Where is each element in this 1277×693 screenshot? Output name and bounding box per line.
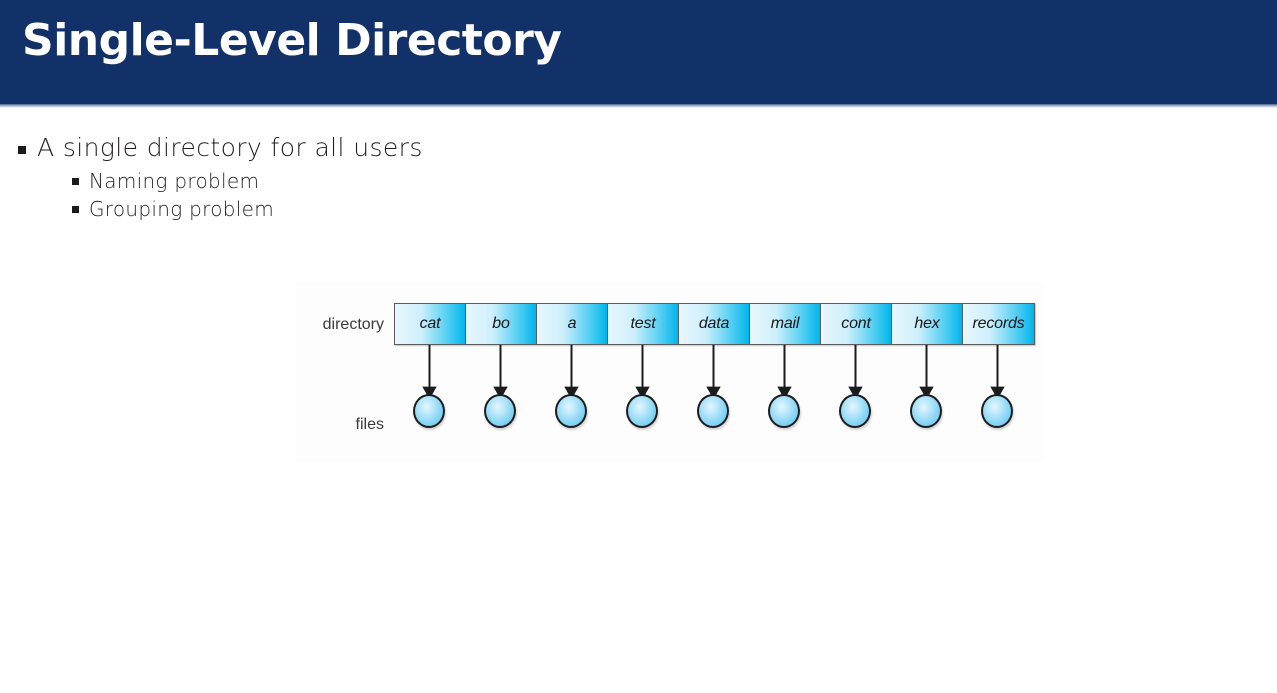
slide-header-rule bbox=[0, 104, 1277, 108]
square-bullet-icon bbox=[72, 178, 79, 185]
file-node bbox=[413, 394, 445, 428]
files-row-label: files bbox=[355, 416, 384, 433]
directory-entry-cell: mail bbox=[750, 304, 821, 344]
directory-entry-name: a bbox=[567, 315, 577, 332]
file-node bbox=[484, 394, 516, 428]
bullet-item-primary: A single directory for all users bbox=[0, 132, 900, 164]
directory-to-file-arrows bbox=[422, 345, 1005, 400]
slide-header-bar bbox=[0, 0, 1277, 104]
file-node bbox=[697, 394, 729, 428]
directory-entry-cell: data bbox=[679, 304, 750, 344]
bullet-item-sub-grouping: Grouping problem bbox=[0, 196, 900, 222]
file-node bbox=[839, 394, 871, 428]
bullet-list: A single directory for all users Naming … bbox=[0, 132, 900, 224]
directory-entry-cell: bo bbox=[466, 304, 537, 344]
bullet-item-sub-naming: Naming problem bbox=[0, 168, 900, 194]
file-node bbox=[768, 394, 800, 428]
square-bullet-icon bbox=[72, 206, 79, 213]
directory-entry-name: cont bbox=[841, 315, 871, 332]
square-bullet-icon bbox=[18, 146, 26, 154]
bullet-label: Naming problem bbox=[89, 169, 260, 193]
directory-entry-cell: cont bbox=[821, 304, 892, 344]
directory-entry-name: mail bbox=[770, 315, 800, 332]
directory-entry-cell: records bbox=[963, 304, 1034, 344]
directory-entry-cell: hex bbox=[892, 304, 963, 344]
file-node bbox=[555, 394, 587, 428]
directory-entry-cell: a bbox=[537, 304, 608, 344]
directory-entry-name: hex bbox=[914, 315, 940, 332]
directory-entry-name: test bbox=[630, 315, 656, 332]
directory-entry-name: data bbox=[698, 315, 730, 332]
arrow-group bbox=[422, 345, 1005, 400]
bullet-label: Grouping problem bbox=[89, 197, 275, 221]
file-node bbox=[910, 394, 942, 428]
directory-table: cat bo a test data mail cont hex records bbox=[394, 303, 1035, 345]
single-level-directory-diagram: directory files cat bo a test data mail … bbox=[296, 282, 1044, 462]
bullet-label: A single directory for all users bbox=[37, 133, 423, 162]
directory-entry-cell: cat bbox=[395, 304, 466, 344]
directory-row-label: directory bbox=[322, 316, 384, 333]
file-nodes-row bbox=[394, 394, 1034, 434]
file-node bbox=[626, 394, 658, 428]
directory-entry-name: cat bbox=[419, 315, 441, 332]
directory-entry-name: bo bbox=[492, 315, 510, 332]
file-node bbox=[981, 394, 1013, 428]
directory-entry-name: records bbox=[972, 315, 1025, 332]
page-title: Single-Level Directory bbox=[22, 15, 562, 66]
directory-entry-cell: test bbox=[608, 304, 679, 344]
